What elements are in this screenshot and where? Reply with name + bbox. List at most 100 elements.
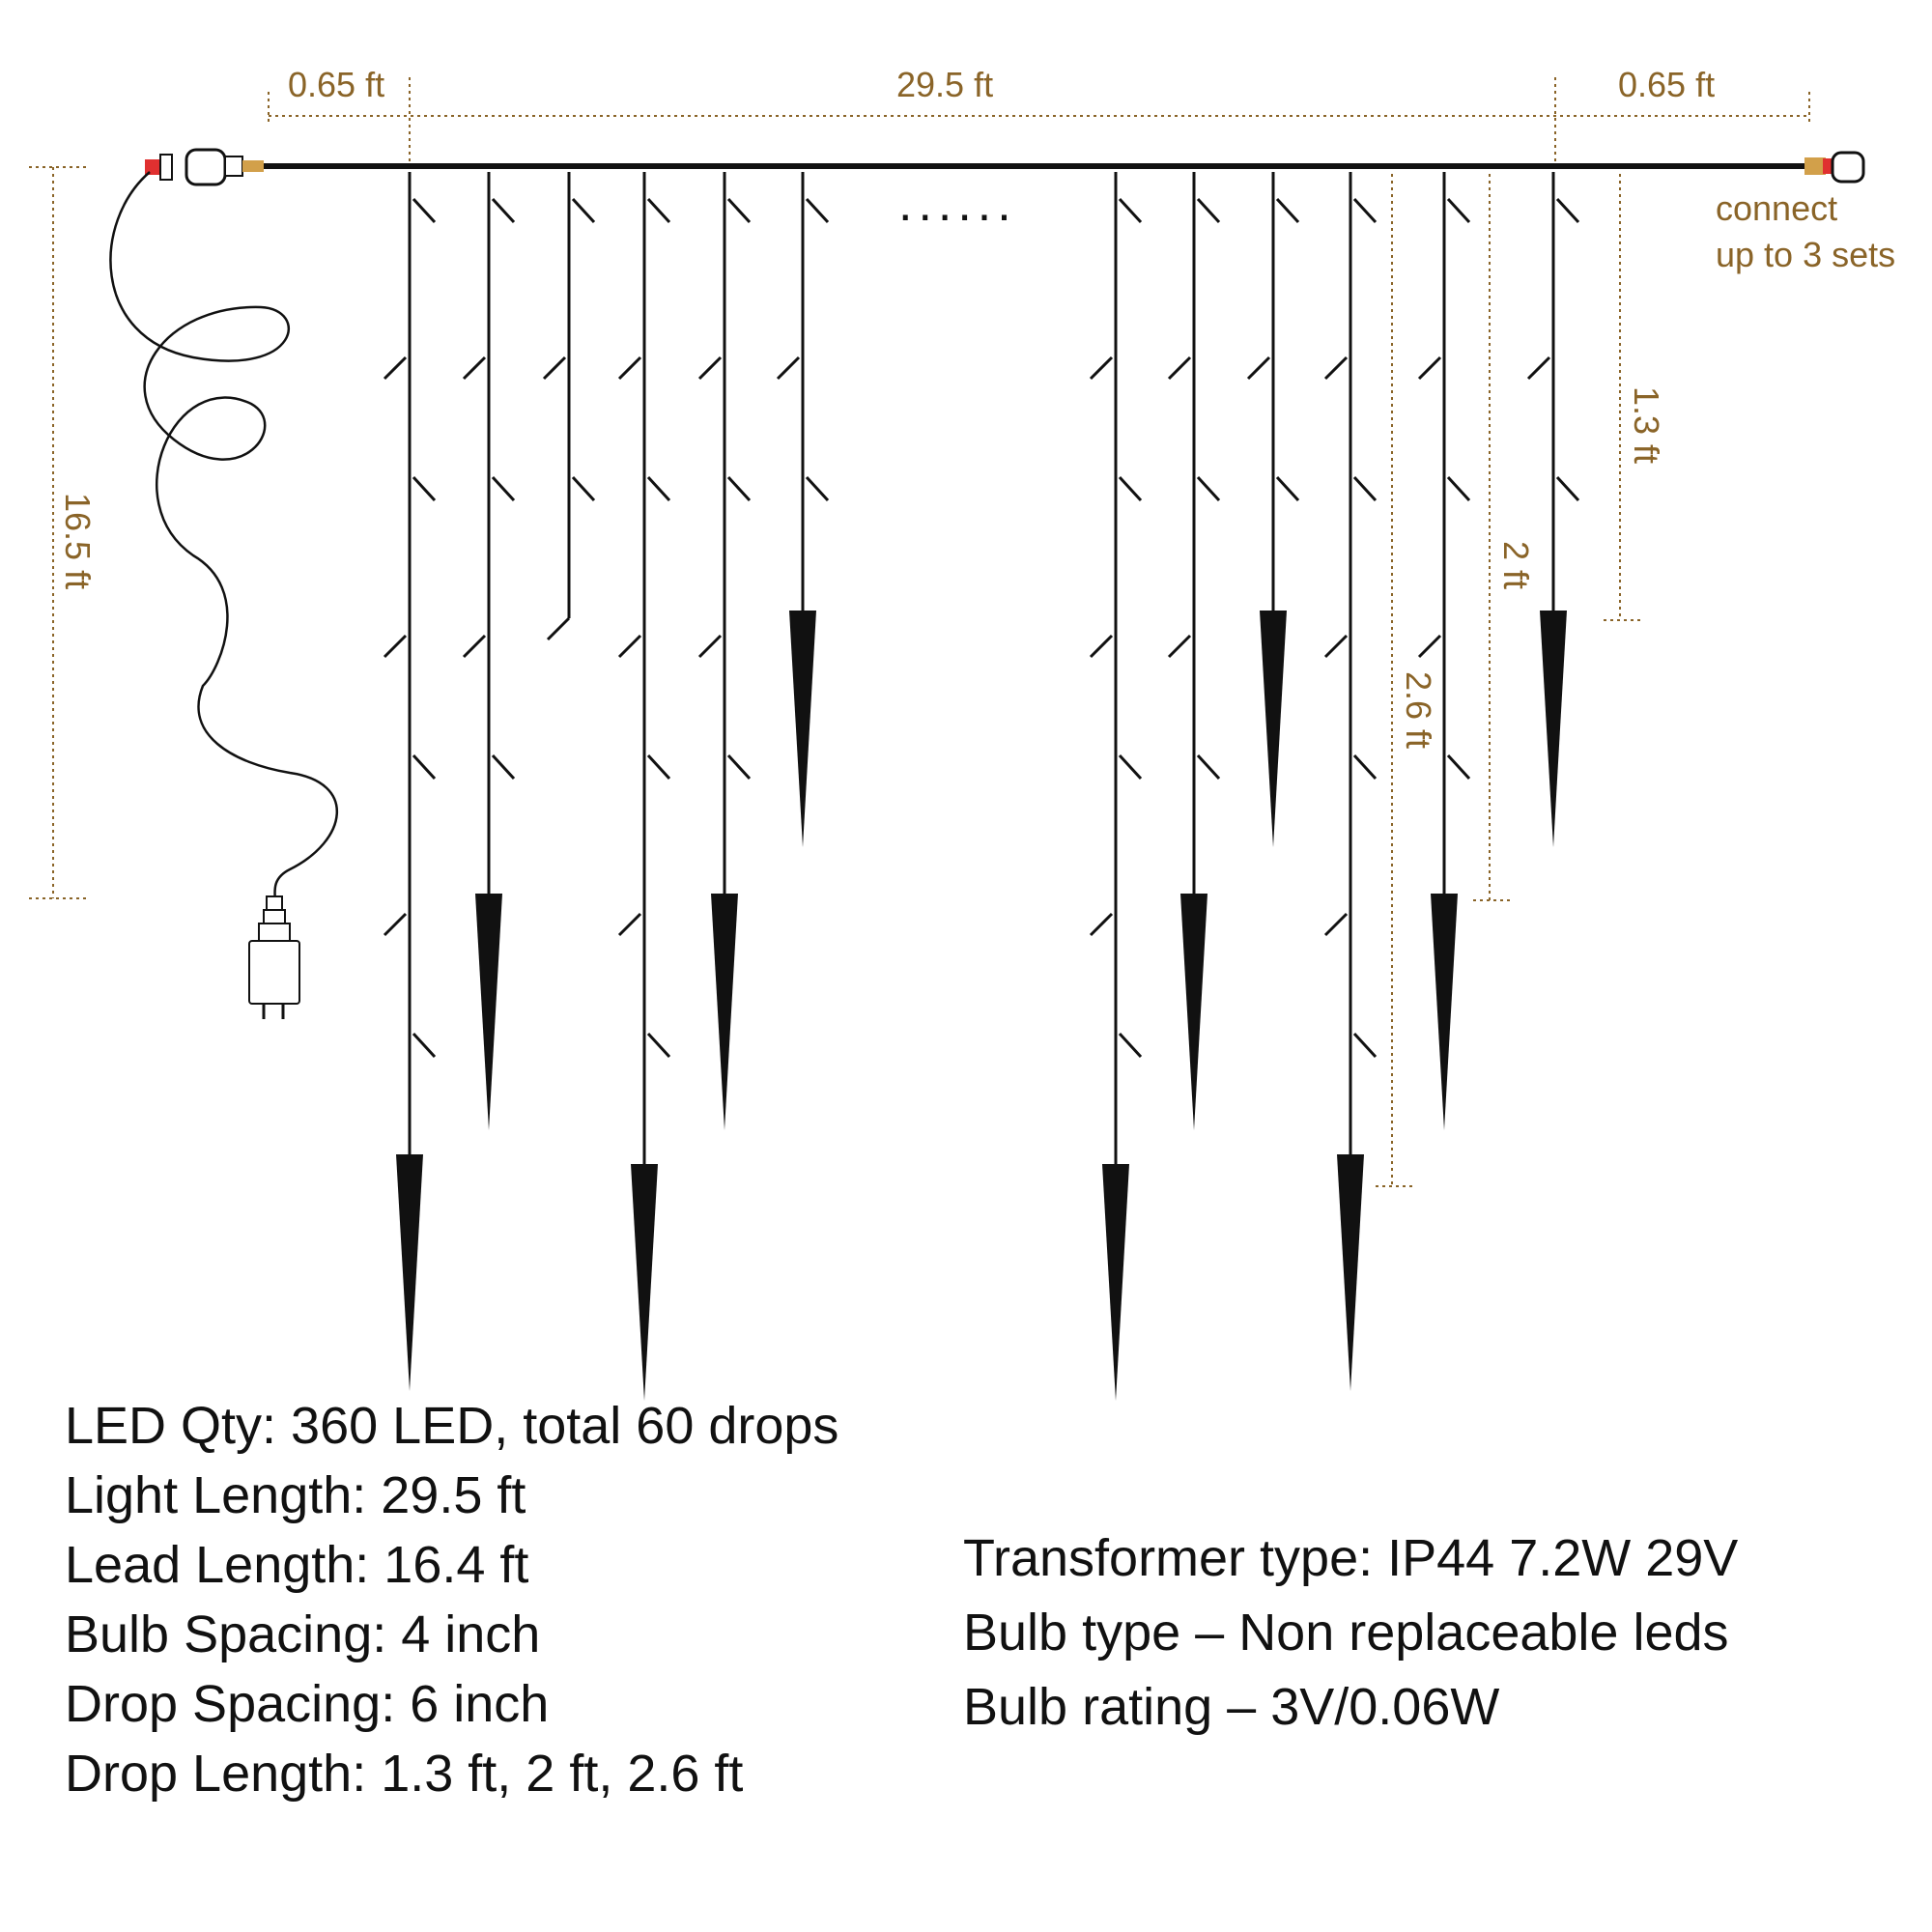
led-bulb xyxy=(1526,355,1551,381)
led-bulb xyxy=(462,355,487,381)
led-bulb xyxy=(1118,197,1143,224)
led-bulb xyxy=(776,355,801,381)
led-bulb xyxy=(1555,197,1580,224)
drops-ellipsis: ...... xyxy=(898,176,1017,232)
led-bulb xyxy=(1352,197,1378,224)
led-bulb xyxy=(1352,475,1378,502)
icicle-drop-icon xyxy=(789,611,816,847)
led-bulb xyxy=(1352,753,1378,781)
dim-main-length: 29.5 ft xyxy=(896,65,993,104)
led-bulb xyxy=(1417,355,1442,381)
led-bulb xyxy=(412,1032,437,1059)
icicle-drop-icon xyxy=(1337,1154,1364,1391)
start-connector-icon xyxy=(145,148,264,186)
dim-drop-short: 1.3 ft xyxy=(1627,386,1666,464)
icicle-drop-icon xyxy=(1102,1164,1129,1401)
led-bulb xyxy=(1118,753,1143,781)
drop-3 xyxy=(542,172,596,641)
led-bulb xyxy=(1275,197,1300,224)
led-bulb xyxy=(383,912,408,937)
led-bulb xyxy=(646,475,671,502)
connector-note-line2: up to 3 sets xyxy=(1716,235,1895,274)
dim-left-end: 0.65 ft xyxy=(288,65,384,104)
icicle-drop-icon xyxy=(1260,611,1287,847)
icicle-drop-icon xyxy=(711,894,738,1130)
led-bulb xyxy=(1446,475,1471,502)
led-bulb xyxy=(1167,634,1192,659)
dim-drop-long: 2.6 ft xyxy=(1399,671,1438,749)
spec-drop-spacing: Drop Spacing: 6 inch xyxy=(65,1675,550,1733)
dimension-lines xyxy=(29,77,1810,1187)
led-bulb xyxy=(805,475,830,502)
spec-light-length: Light Length: 29.5 ft xyxy=(65,1466,526,1524)
led-bulb xyxy=(571,197,596,224)
drop-9 xyxy=(1246,172,1300,847)
led-bulb xyxy=(1246,355,1271,381)
drop-end xyxy=(546,616,571,641)
specs-right-list: Transformer type: IP44 7.2W 29V Bulb typ… xyxy=(963,1521,1738,1745)
icicle-drops xyxy=(383,172,1580,1401)
led-bulb xyxy=(383,355,408,381)
led-bulb xyxy=(697,634,723,659)
led-bulb xyxy=(617,912,642,937)
led-bulb xyxy=(1352,1032,1378,1059)
spec-drop-length: Drop Length: 1.3 ft, 2 ft, 2.6 ft xyxy=(65,1745,744,1803)
led-bulb xyxy=(805,197,830,224)
led-bulb xyxy=(646,197,671,224)
led-bulb xyxy=(617,634,642,659)
led-bulb xyxy=(491,753,516,781)
icicle-drop-icon xyxy=(631,1164,658,1401)
drop-5 xyxy=(697,172,752,1130)
end-connector-icon xyxy=(1804,151,1865,184)
drop-4 xyxy=(617,172,671,1401)
spec-bulb-spacing: Bulb Spacing: 4 inch xyxy=(65,1605,541,1663)
drop-10 xyxy=(1323,172,1378,1391)
led-bulb xyxy=(646,753,671,781)
led-bulb xyxy=(571,475,596,502)
led-bulb xyxy=(646,1032,671,1059)
led-bulb xyxy=(412,475,437,502)
led-bulb xyxy=(1323,912,1349,937)
dimension-labels: 0.65 ft 29.5 ft 0.65 ft 16.5 ft 1.3 ft 2… xyxy=(58,65,1895,749)
led-bulb xyxy=(1446,753,1471,781)
led-bulb xyxy=(1555,475,1580,502)
led-bulb xyxy=(1417,634,1442,659)
power-adapter-icon xyxy=(248,895,300,1019)
icicle-drop-icon xyxy=(396,1154,423,1391)
dim-right-end: 0.65 ft xyxy=(1618,65,1715,104)
led-bulb xyxy=(542,355,567,381)
led-bulb xyxy=(491,197,516,224)
icicle-drop-icon xyxy=(1431,894,1458,1130)
led-bulb xyxy=(1323,634,1349,659)
led-bulb xyxy=(491,475,516,502)
led-bulb xyxy=(726,753,752,781)
led-bulb xyxy=(1323,355,1349,381)
icicle-drop-icon xyxy=(1180,894,1208,1130)
spec-lead-length: Lead Length: 16.4 ft xyxy=(65,1536,529,1594)
led-bulb xyxy=(1196,753,1221,781)
led-bulb xyxy=(1196,197,1221,224)
led-bulb xyxy=(697,355,723,381)
led-bulb xyxy=(1167,355,1192,381)
drop-2 xyxy=(462,172,516,1130)
spec-transformer: Transformer type: IP44 7.2W 29V xyxy=(963,1529,1739,1587)
led-bulb xyxy=(617,355,642,381)
spec-bulb-type: Bulb type – Non replaceable leds xyxy=(963,1604,1729,1662)
drop-7 xyxy=(1089,172,1143,1401)
led-bulb xyxy=(1118,475,1143,502)
drop-1 xyxy=(383,172,437,1391)
drop-8 xyxy=(1167,172,1221,1130)
spec-bulb-rating: Bulb rating – 3V/0.06W xyxy=(963,1678,1500,1736)
led-bulb xyxy=(412,197,437,224)
drop-11 xyxy=(1417,172,1471,1130)
led-bulb xyxy=(1089,912,1114,937)
drop-6 xyxy=(776,172,830,847)
led-bulb xyxy=(1275,475,1300,502)
connector-note-line1: connect xyxy=(1716,188,1837,228)
drop-12 xyxy=(1526,172,1580,847)
led-bulb xyxy=(1089,634,1114,659)
led-bulb xyxy=(1089,355,1114,381)
spec-led-qty: LED Qty: 360 LED, total 60 drops xyxy=(65,1397,839,1455)
icicle-drop-icon xyxy=(1540,611,1567,847)
